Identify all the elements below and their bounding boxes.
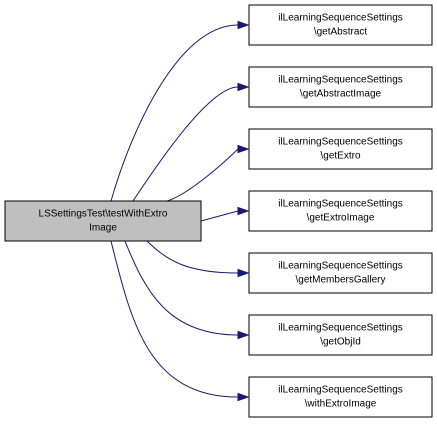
callee-node-label-line1: ilLearningSequenceSettings (278, 13, 403, 24)
call-edges (110, 20, 250, 402)
call-edge-get-extro-image (200, 210, 239, 222)
callee-node-label-line2: \getMembersGallery (295, 275, 385, 286)
callee-node-box (248, 66, 433, 108)
callee-node-box (248, 376, 433, 418)
callee-node-label-line2: \withExtroImage (305, 399, 377, 410)
callee-node-label-line1: ilLearningSequenceSettings (278, 385, 403, 396)
call-nodes: LSSettingsTest\testWithExtro Image ilLea… (4, 4, 433, 418)
callee-node-label-line2: \getAbstract (314, 27, 368, 38)
call-edge-get-obj-id (124, 240, 239, 336)
callee-node-get-obj-id[interactable]: ilLearningSequenceSettings \getObjId (248, 314, 433, 356)
callee-node-box (248, 314, 433, 356)
callee-node-box (248, 4, 433, 46)
arrowhead-get-abstract (237, 20, 250, 30)
arrowhead-get-extro (237, 144, 250, 154)
arrowhead-get-obj-id (237, 330, 250, 340)
arrowhead-get-members-gallery (237, 268, 250, 278)
callee-node-box (248, 190, 433, 232)
callee-node-get-abstract[interactable]: ilLearningSequenceSettings \getAbstract (248, 4, 433, 46)
callee-node-label-line1: ilLearningSequenceSettings (278, 137, 403, 148)
root-node-label-line2: Image (89, 223, 117, 234)
call-edge-get-members-gallery (146, 240, 239, 274)
root-node[interactable]: LSSettingsTest\testWithExtro Image (4, 200, 202, 242)
arrowhead-get-extro-image (237, 206, 250, 216)
call-edge-get-abstract (110, 24, 239, 202)
callee-node-get-abstract-image[interactable]: ilLearningSequenceSettings \getAbstractIm… (248, 66, 433, 108)
callee-node-get-members-gallery[interactable]: ilLearningSequenceSettings \getMembersGal… (248, 252, 433, 294)
callee-node-get-extro-image[interactable]: ilLearningSequenceSettings \getExtroImage (248, 190, 433, 232)
callee-node-get-extro[interactable]: ilLearningSequenceSettings \getExtro (248, 128, 433, 170)
call-edge-with-extro-image (110, 240, 239, 398)
callee-node-label-line1: ilLearningSequenceSettings (278, 261, 403, 272)
callee-node-with-extro-image[interactable]: ilLearningSequenceSettings \withExtroImag… (248, 376, 433, 418)
root-node-label-line1: LSSettingsTest\testWithExtro (39, 209, 168, 220)
callee-node-label-line2: \getExtroImage (307, 213, 375, 224)
callee-node-label-line2: \getAbstractImage (300, 89, 382, 100)
callee-node-label-line2: \getExtro (320, 151, 360, 162)
callee-node-box (248, 128, 433, 170)
arrowhead-get-abstract-image (237, 82, 250, 92)
callee-node-label-line1: ilLearningSequenceSettings (278, 75, 403, 86)
call-edge-get-extro (154, 148, 239, 203)
callee-node-label-line1: ilLearningSequenceSettings (278, 199, 403, 210)
callee-node-label-line1: ilLearningSequenceSettings (278, 323, 403, 334)
callee-node-label-line2: \getObjId (320, 337, 361, 348)
call-edge-get-abstract-image (132, 86, 239, 202)
arrowhead-with-extro-image (237, 392, 250, 402)
callee-node-box (248, 252, 433, 294)
